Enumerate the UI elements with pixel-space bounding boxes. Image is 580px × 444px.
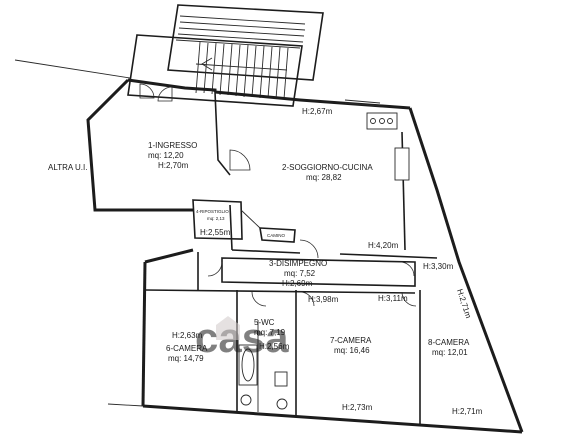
adjacent-unit-label: ALTRA U.I. bbox=[48, 163, 87, 172]
camera-7-top-height: H:3,11m bbox=[378, 294, 408, 303]
camera-6-height: H:2,63m bbox=[172, 331, 203, 340]
room-4-name: 4-RIPOSTIGLIO bbox=[196, 209, 229, 214]
room-3-name: 3-DISIMPEGNO bbox=[269, 259, 327, 268]
staircase bbox=[127, 4, 324, 107]
room-7-name: 7-CAMERA bbox=[330, 336, 372, 345]
room-6-area: mq: 14,79 bbox=[168, 354, 204, 363]
room-3-area: mq: 7,52 bbox=[284, 269, 316, 278]
room-1-name: 1-INGRESSO bbox=[148, 141, 197, 150]
room-5-name: 5-WC bbox=[254, 318, 275, 327]
room-2-name: 2-SOGGIORNO-CUCINA bbox=[282, 163, 373, 172]
disimpegno-right-height: H:3,30m bbox=[423, 262, 454, 271]
room-4-area: mq: 2,13 bbox=[207, 216, 225, 221]
wc-fixtures bbox=[238, 344, 288, 410]
soggiorno-right-height: H:4,20m bbox=[368, 241, 399, 250]
watermark-logo: casa bbox=[195, 314, 289, 361]
wc-height: H:2,56m bbox=[259, 342, 290, 351]
interior-walls bbox=[144, 91, 438, 424]
room-8-area: mq: 12,01 bbox=[432, 348, 468, 357]
room-5-area: mq: 7,19 bbox=[254, 328, 286, 337]
room-7-area: mq: 16,46 bbox=[334, 346, 370, 355]
room-2-area: mq: 28,82 bbox=[306, 173, 342, 182]
camera-8-bottom-height: H:2,71m bbox=[452, 407, 483, 416]
room-6-name: 6-CAMERA bbox=[166, 344, 208, 353]
svg-text:casa: casa bbox=[195, 314, 289, 361]
camera-7-bottom-height: H:2,73m bbox=[342, 403, 373, 412]
wc-top-height: H:3,98m bbox=[308, 295, 339, 304]
labels: ALTRA U.I. 1-INGRESSO mq: 12,20 H:2,70m … bbox=[48, 107, 483, 416]
room-1-area: mq: 12,20 bbox=[148, 151, 184, 160]
room-1-height: H:2,70m bbox=[158, 161, 189, 170]
room-8-name: 8-CAMERA bbox=[428, 338, 470, 347]
soggiorno-top-height: H:2,67m bbox=[302, 107, 333, 116]
room-3-height: H:2,69m bbox=[282, 279, 313, 288]
outer-walls bbox=[14, 59, 524, 434]
ripostiglio-height: H:2,55m bbox=[200, 228, 231, 237]
camino-label: CAMINO bbox=[267, 233, 285, 238]
doors bbox=[139, 83, 417, 307]
